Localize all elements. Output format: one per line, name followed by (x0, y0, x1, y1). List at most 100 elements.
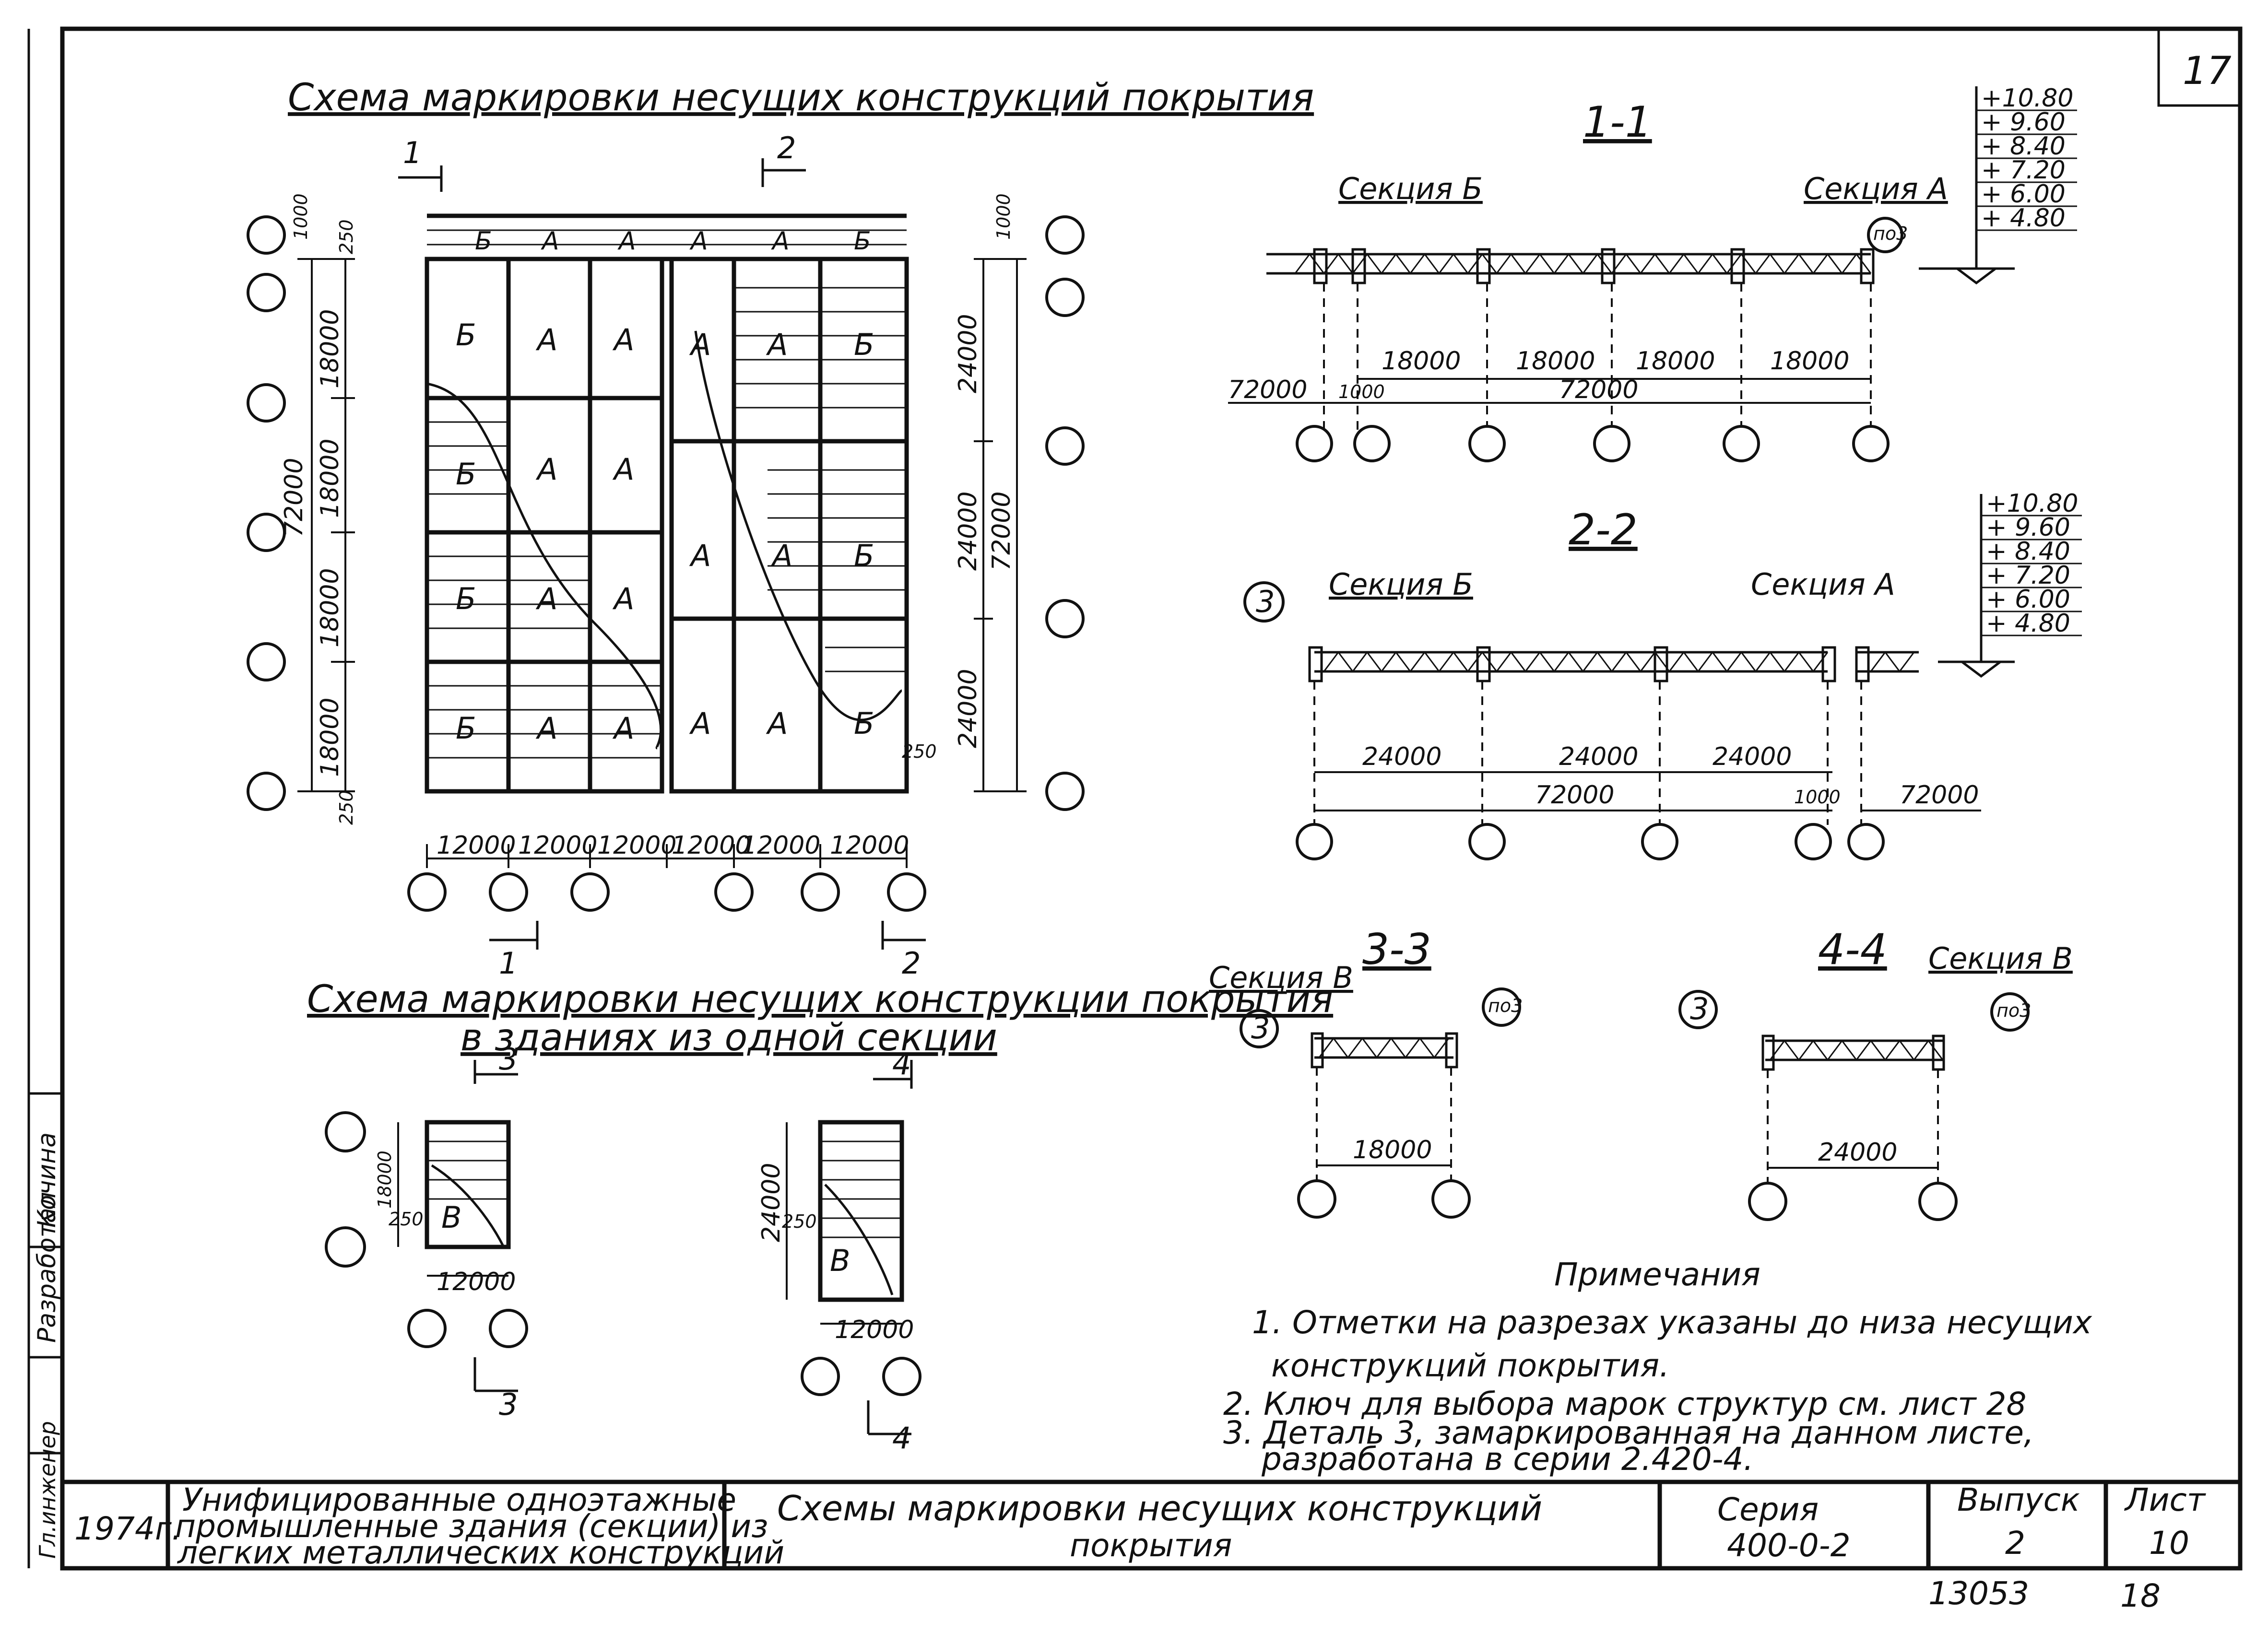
elev-2-2-3: + 7.20 (1986, 561, 2070, 590)
dim-right-1000: 1000 (993, 193, 1014, 240)
single-mark-4-bottom: 4 (892, 1421, 911, 1456)
dim-right-0: 24000 (954, 314, 982, 393)
note-1: 1. Отметки на разрезах указаны до низа н… (1252, 1304, 2092, 1341)
cell-r-2-2: Б (854, 706, 874, 741)
truss-1-1 (1266, 248, 1875, 284)
elev-2-2-0: +10.80 (1986, 489, 2078, 518)
section-1-1: 1-1 Секция Б Секция А по3 (1228, 84, 2077, 462)
plan-axis-circles-left (247, 215, 286, 811)
notes-title: Примечания (1554, 1256, 1760, 1293)
dim-4-4: 24000 (1818, 1138, 1897, 1167)
cell-l-1-1: А (535, 452, 557, 487)
single-cell-a: В (441, 1200, 462, 1235)
mark-2-bottom: 2 (902, 946, 921, 981)
section-3-3-ref: по3 (1488, 995, 1523, 1016)
cell-l-2-2: А (612, 581, 634, 616)
tb-year: 1974г. (74, 1510, 182, 1547)
cell-l-3-1: А (535, 711, 557, 746)
cell-r-1-0: А (689, 538, 711, 573)
corner-number: 17 (2183, 48, 2232, 93)
dim-left-250-top: 250 (336, 219, 357, 254)
single-plan-title-2: в зданиях из одной секции (461, 1016, 997, 1059)
cell-l-3-2: А (612, 711, 634, 746)
section-3-3-detail: 3 (1251, 1010, 1270, 1046)
strip-5: Б (854, 227, 871, 256)
dim-left-1000: 1000 (290, 193, 311, 240)
section-1-1-label-b: Секция Б (1338, 171, 1483, 206)
truss-2-2 (1308, 646, 1919, 682)
section-3-3-label: Секция В (1209, 960, 1353, 995)
dim-left-total: 72000 (280, 458, 308, 537)
single-plan: Схема маркировки несущих конструкции пок… (307, 978, 1333, 1456)
dim-right-total: 72000 (987, 492, 1016, 571)
strip-4: А (771, 227, 790, 256)
section-1-1-label-a: Секция А (1804, 171, 1948, 206)
mark-1-top: 1 (403, 135, 422, 170)
section-1-1-ref: по3 (1873, 223, 1908, 244)
dim-right-2: 24000 (954, 669, 982, 748)
single-dim-b-horiz: 12000 (835, 1316, 914, 1344)
dims-1-1: 18000 18000 18000 18000 1000 72000 72000 (1228, 283, 1872, 432)
dim-2-2-0: 24000 (1362, 742, 1441, 771)
dim-left-0: 18000 (316, 309, 344, 388)
tb-sheet-label: Лист (2124, 1481, 2207, 1518)
top-strip-labels: Б А А А А Б (475, 227, 871, 256)
plan-dims-left: 72000 18000 18000 18000 18000 1000 250 2… (280, 193, 357, 825)
dim-1-1-offset: 1000 (1338, 381, 1385, 402)
mark-1-bottom: 1 (499, 946, 518, 981)
note-1-cont: конструкций покрытия. (1271, 1347, 1669, 1384)
main-plan: Схема маркировки несущих конструкций пок… (247, 76, 1314, 981)
side-stamp: Гл.инженер Разработал Кочина (33, 1132, 61, 1559)
tb-issue-value: 2 (2005, 1525, 2025, 1562)
dim-bottom-4: 12000 (741, 831, 820, 860)
elev-1-1-5: + 4.80 (1981, 204, 2066, 233)
footer-archive-number: 13053 (1928, 1575, 2029, 1612)
dim-left-2: 18000 (316, 568, 344, 647)
tb-series-value: 400-0-2 (1727, 1527, 1851, 1564)
single-plan-a: 3 В 18000 250 12000 3 (325, 1042, 528, 1422)
cell-r-1-1: А (770, 538, 792, 573)
axis-circles-1-1 (1296, 425, 1890, 462)
strip-2: А (617, 227, 636, 256)
truss-3-3 (1311, 1032, 1458, 1069)
section-mark-1-bottom: 1 (489, 921, 539, 981)
dim-1-1-1: 18000 (1516, 347, 1595, 376)
left-block-grid (425, 257, 664, 794)
tb-project-2: промышленные здания (секции) из (175, 1508, 768, 1545)
dim-1-1-total: 72000 (1559, 376, 1638, 404)
truss-4-4 (1761, 1034, 1945, 1071)
elev-1-1-0: +10.80 (1981, 84, 2073, 113)
section-2-2-title: 2-2 (1569, 505, 1638, 554)
tb-project-3: легких металлических конструкций (177, 1534, 784, 1571)
note-3-cont: разработана в серии 2.420-4. (1261, 1441, 1753, 1478)
dim-2-2-offset: 1000 (1794, 787, 1841, 808)
elev-1-1-2: + 8.40 (1981, 132, 2066, 161)
right-block-labels: А А Б А А Б А А Б (689, 327, 874, 741)
section-4-4-label: Секция В (1928, 941, 2073, 976)
dim-2-2-1: 24000 (1559, 742, 1638, 771)
section-4-4-ref: по3 (1996, 1000, 2031, 1021)
tb-series-label: Серия (1717, 1491, 1819, 1528)
elev-2-2-1: + 9.60 (1986, 513, 2070, 542)
cell-r-0-2: Б (854, 327, 874, 362)
side-role-2: Разработал (33, 1192, 61, 1343)
elev-2-2-5: + 4.80 (1986, 609, 2070, 638)
section-3-3-title: 3-3 (1362, 925, 1431, 974)
dim-bottom-0: 12000 (437, 831, 516, 860)
dim-2-2-neighbor: 72000 (1900, 781, 1979, 810)
cell-r-2-0: А (689, 706, 711, 741)
strip-3: А (689, 227, 708, 256)
section-mark-2-bottom: 2 (881, 921, 926, 981)
single-dim-a-horiz: 12000 (437, 1268, 516, 1296)
elevation-2-2: +10.80 + 9.60 + 8.40 + 7.20 + 6.00 + 4.8… (1938, 489, 2082, 678)
cell-l-2-1: А (535, 581, 557, 616)
dim-right-250: 250 (902, 741, 937, 762)
elevation-1-1: +10.80 + 9.60 + 8.40 + 7.20 + 6.00 + 4.8… (1919, 84, 2077, 285)
cell-l-0-2: А (612, 322, 634, 357)
cell-r-2-1: А (766, 706, 788, 741)
single-250-b: 250 (782, 1211, 817, 1232)
note-3: 3. Деталь 3, замаркированная на данном л… (1223, 1414, 2034, 1451)
single-250-a: 250 (389, 1209, 424, 1230)
cell-l-1-2: А (612, 452, 634, 487)
